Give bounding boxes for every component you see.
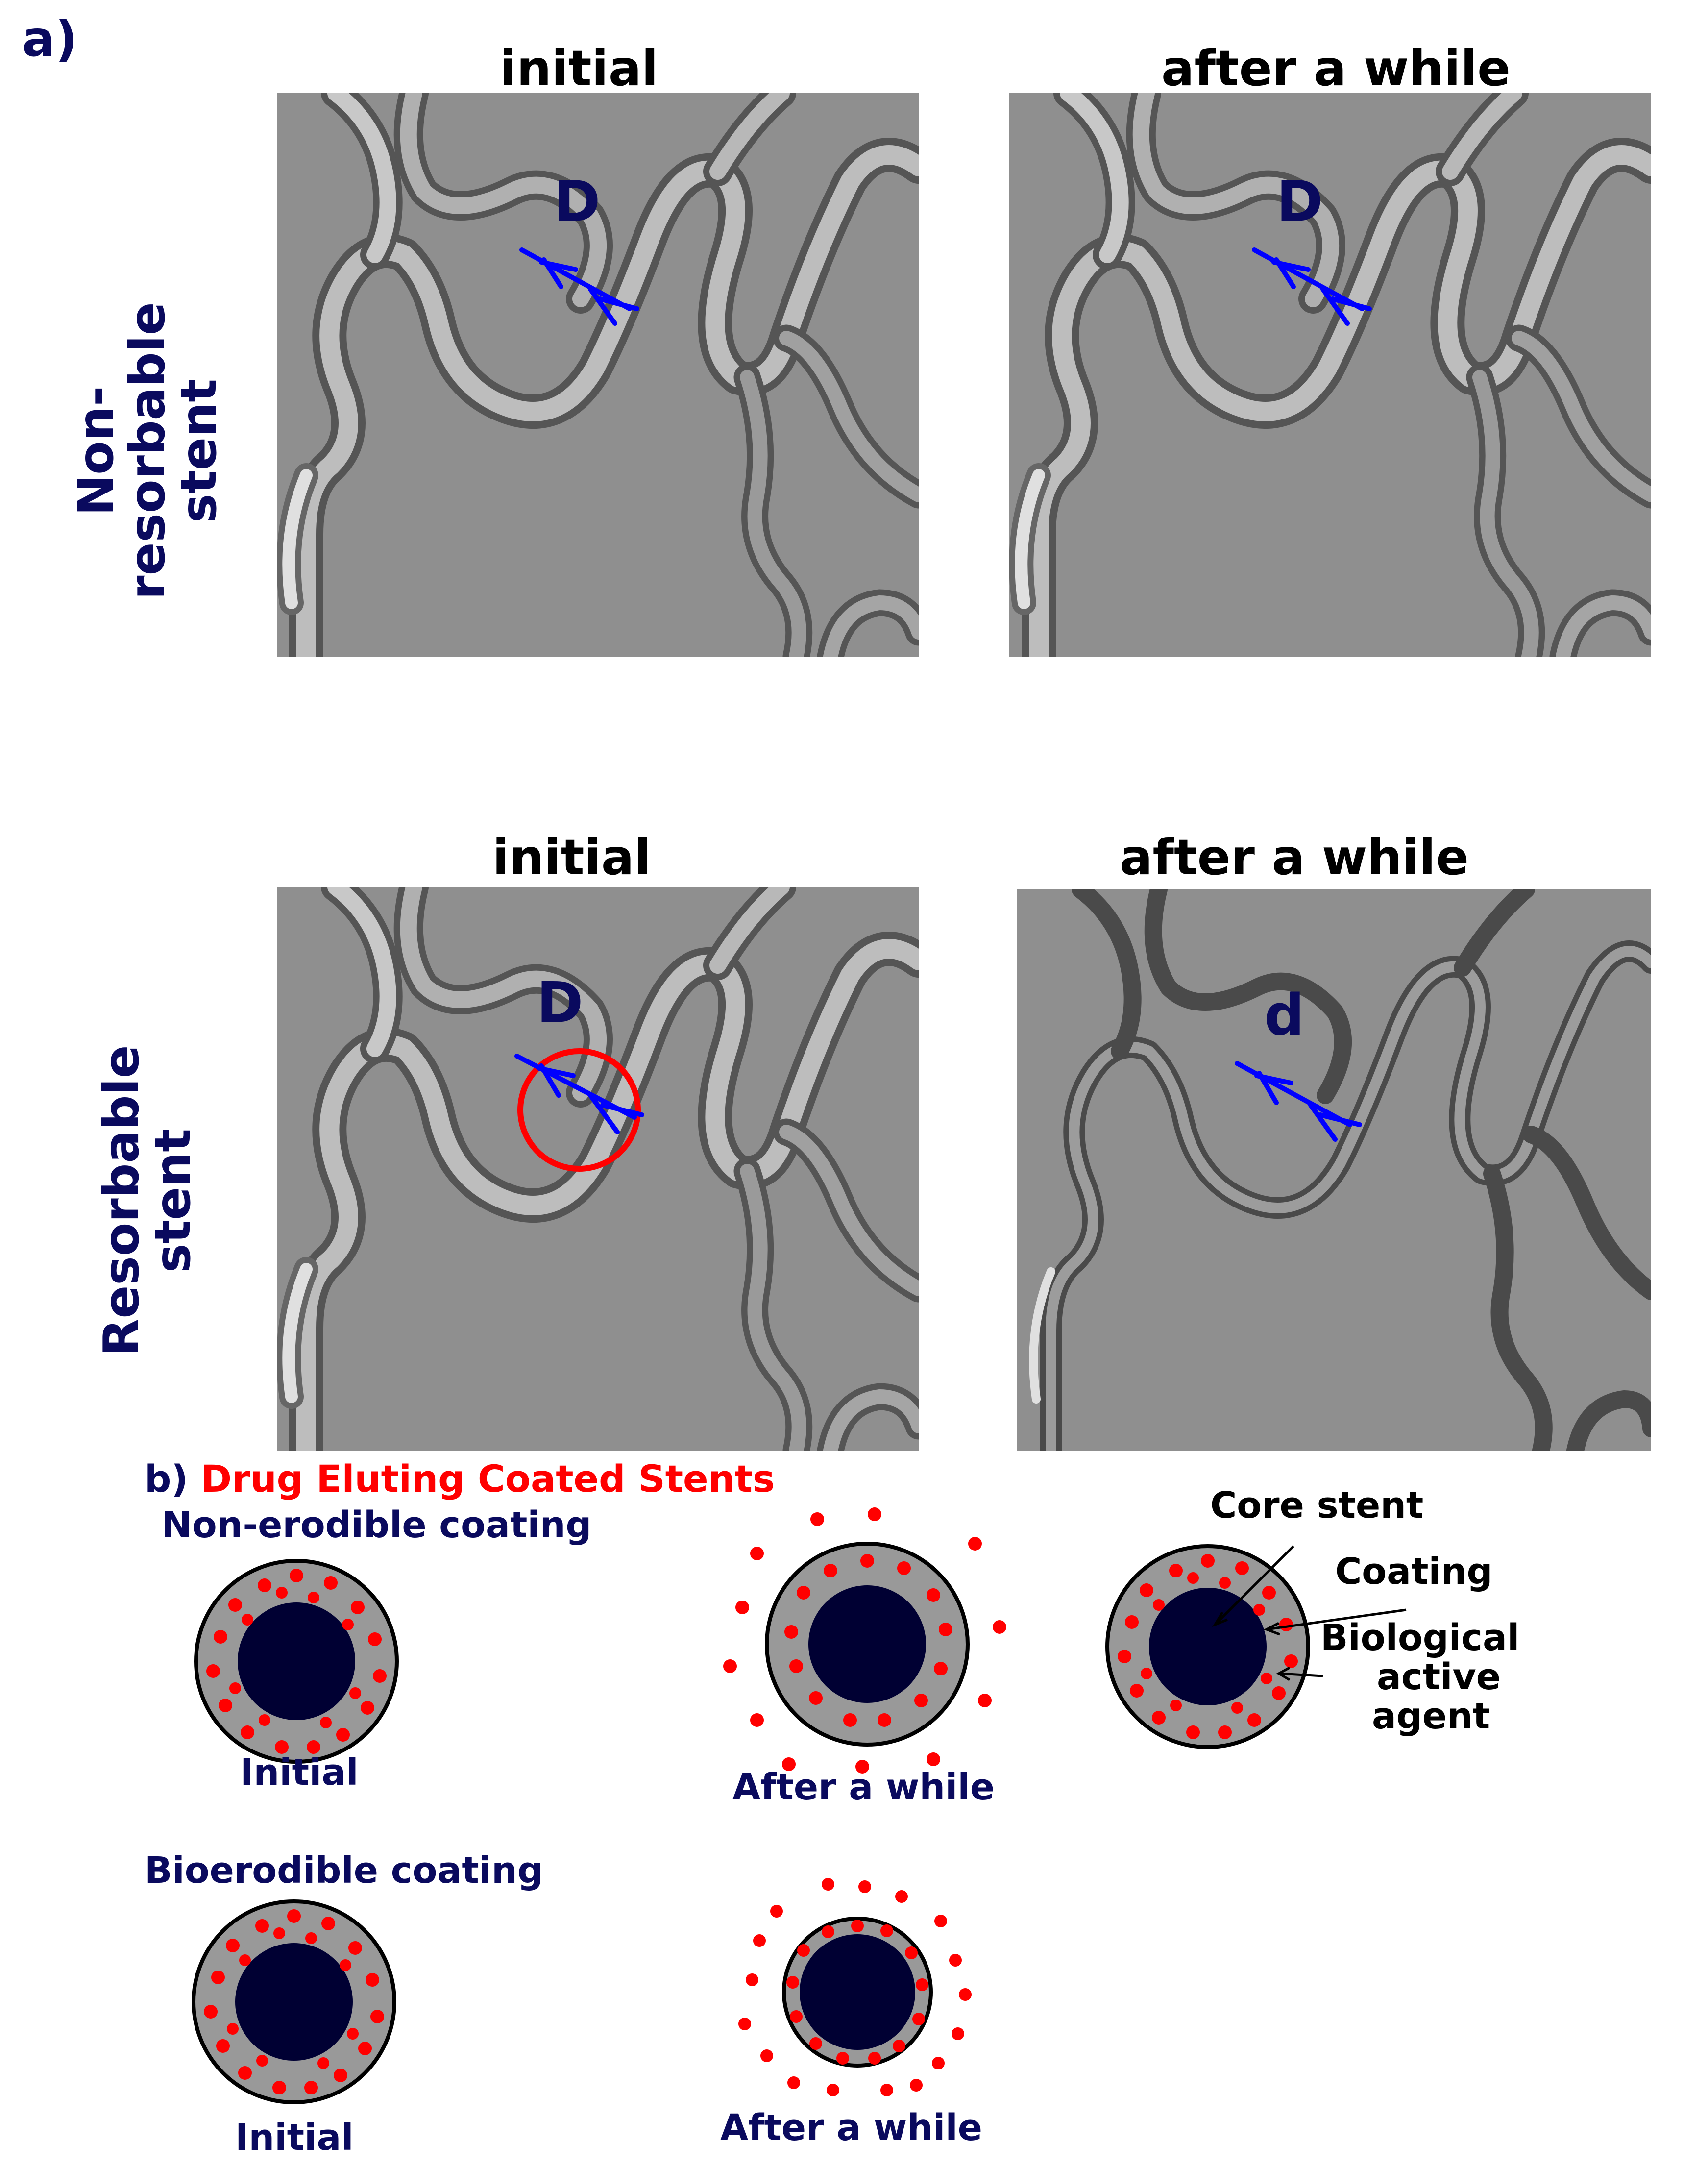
part-a-label: a) <box>22 10 78 68</box>
stent-struts <box>277 887 919 1451</box>
part-b-title: Drug Eluting Coated Stents <box>201 1457 775 1501</box>
legend-agent-line3: agent <box>1372 1695 1490 1737</box>
drug-particles <box>723 1507 1006 1774</box>
coated-stent-bioerodible-initial <box>192 1899 396 2104</box>
legend-agent-line1: Biological <box>1320 1617 1520 1659</box>
diameter-marker <box>1252 247 1372 326</box>
row-label-resorbable: Resorbable stent <box>73 1034 220 1367</box>
stent-image-row1-initial: D <box>277 93 919 657</box>
non-erodible-heading: Non-erodible coating <box>162 1504 592 1546</box>
row-label-line1: Non- <box>67 386 124 516</box>
coated-stent-non-erodible-initial <box>194 1559 399 1764</box>
row-label-line1: Resorbable <box>93 1045 150 1356</box>
panel-title-row2-after: after a while <box>1120 829 1469 886</box>
bioerodible-initial-caption: Initial <box>235 2117 354 2159</box>
legend-agent-line2: active <box>1377 1656 1501 1698</box>
bioerodible-heading: Bioerodible coating <box>145 1849 543 1892</box>
row-label-non-resorbable: Non- resorbable stent <box>49 294 245 608</box>
coated-stent-bioerodible-after <box>738 1878 972 2096</box>
row-label-line3: stent <box>170 378 227 523</box>
legend-core-stent: Core stent <box>1210 1484 1424 1527</box>
diameter-label: D <box>537 970 584 1036</box>
stent-struts <box>277 93 919 657</box>
panel-title-row2-initial: initial <box>492 829 651 886</box>
stent-image-row1-after: D <box>1009 93 1651 657</box>
row-label-line2: resorbable <box>118 302 176 600</box>
part-b-label: b) <box>145 1457 189 1501</box>
coated-stent-non-erodible-after <box>723 1507 1006 1774</box>
diameter-marker <box>1235 1061 1362 1142</box>
diameter-marker <box>519 247 639 326</box>
stent-image-row2-after: d <box>1017 889 1651 1451</box>
highlight-circle <box>517 1048 641 1172</box>
bioerodible-after-caption: After a while <box>720 2107 982 2149</box>
panel-title-row1-initial: initial <box>500 40 659 97</box>
coated-stent-legend-diagram <box>1105 1544 1407 1749</box>
non-erodible-initial-caption: Initial <box>240 1751 359 1794</box>
stent-struts-thinned <box>1029 889 1651 1451</box>
diameter-marker <box>514 1048 644 1172</box>
drug-particles <box>206 1569 387 1754</box>
diameter-label: d <box>1264 983 1305 1048</box>
legend-pointers <box>1212 1545 1407 1681</box>
stent-image-row2-initial: D <box>277 887 919 1451</box>
non-erodible-after-caption: After a while <box>732 1766 995 1808</box>
diameter-label: D <box>1276 169 1323 235</box>
drug-particles <box>738 1878 972 2096</box>
row-label-line2: stent <box>144 1128 201 1273</box>
panel-title-row1-after: after a while <box>1161 40 1511 97</box>
drug-particles <box>204 1909 384 2094</box>
diameter-label: D <box>554 169 601 235</box>
drug-particles <box>1118 1554 1298 1739</box>
legend-coating: Coating <box>1335 1551 1493 1593</box>
stent-struts <box>1009 93 1651 657</box>
